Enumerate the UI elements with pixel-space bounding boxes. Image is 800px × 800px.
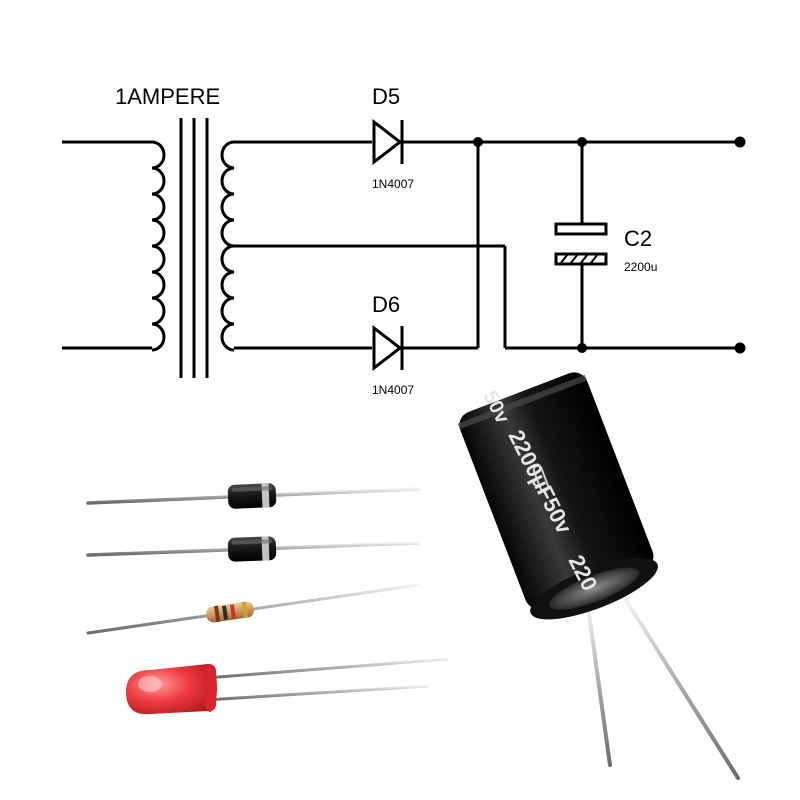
transformer-secondary-winding <box>220 140 235 352</box>
transformer-label: 1AMPERE <box>115 84 220 109</box>
electrolytic-capacitor-photo: 2200μF50v 50v 220 <box>457 372 740 780</box>
schematic <box>62 118 746 378</box>
diode-d6-designator: D6 <box>372 292 400 317</box>
resistor-photo <box>86 583 420 635</box>
diode-photo-2 <box>86 536 420 562</box>
diode-d5-symbol <box>372 118 404 166</box>
diode-d6-part: 1N4007 <box>372 383 414 397</box>
center-tap-wire <box>234 244 507 348</box>
diode-d5-part: 1N4007 <box>372 177 414 191</box>
diode-photo-1 <box>86 483 420 509</box>
capacitor-c2-value: 2200u <box>624 260 657 274</box>
capacitor-c2-symbol <box>554 142 608 348</box>
transformer-primary-winding <box>62 140 166 352</box>
junction-dots <box>473 136 746 354</box>
led-photo <box>126 657 449 715</box>
capacitor-c2-designator: C2 <box>624 226 652 251</box>
diode-d5-designator: D5 <box>372 84 400 109</box>
diode-d6-symbol <box>372 324 404 372</box>
output-terminal-positive <box>734 136 746 148</box>
output-terminal-negative <box>734 342 746 354</box>
transformer-core <box>179 118 209 378</box>
